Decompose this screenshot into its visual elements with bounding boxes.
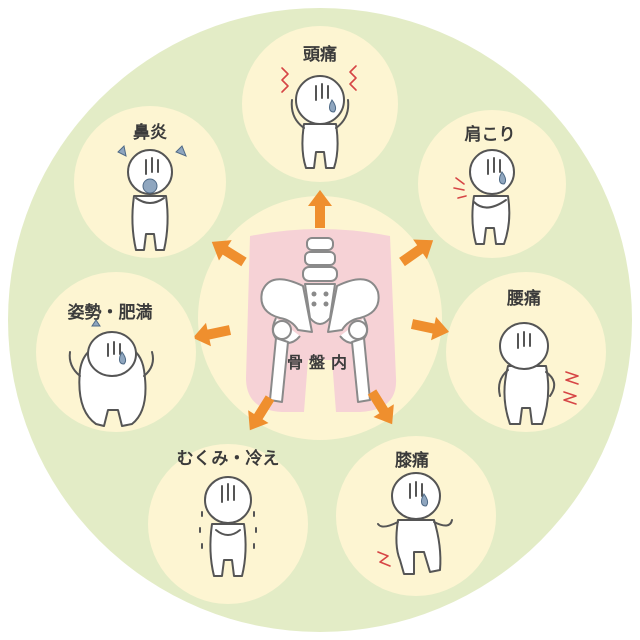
posture-figure-icon bbox=[68, 319, 154, 427]
arrow-knee bbox=[367, 389, 394, 425]
symptom-node-posture: 姿勢・肥満 bbox=[36, 272, 196, 432]
arrow-nose bbox=[211, 240, 247, 267]
symptom-node-headache: 頭痛 bbox=[242, 26, 398, 182]
arrow-shoulder bbox=[399, 239, 434, 267]
symptom-node-swelling: むくみ・冷え bbox=[148, 444, 308, 604]
shoulder-figure-icon bbox=[453, 149, 515, 245]
backpain-figure-icon bbox=[498, 322, 579, 425]
arrow-swelling bbox=[248, 395, 275, 431]
arrow-posture bbox=[192, 322, 232, 347]
arrow-backpain bbox=[410, 316, 450, 341]
symptom-label: 頭痛 bbox=[303, 44, 337, 65]
symptom-label: 腰痛 bbox=[507, 288, 541, 309]
symptom-label: むくみ・冷え bbox=[177, 448, 280, 469]
symptom-node-knee: 膝痛 bbox=[336, 436, 496, 596]
arrow-headache bbox=[308, 190, 332, 228]
pelvis-bone-icon bbox=[260, 237, 380, 403]
symptom-node-nose: 鼻炎 bbox=[74, 106, 226, 258]
swelling-figure-icon bbox=[199, 476, 257, 577]
headache-figure-icon bbox=[281, 65, 357, 169]
symptom-label: 鼻炎 bbox=[133, 122, 167, 143]
center-label: 骨盤内 bbox=[287, 353, 353, 372]
knee-figure-icon bbox=[377, 472, 453, 575]
symptom-node-shoulder: 肩こり bbox=[418, 110, 566, 258]
nose-figure-icon bbox=[117, 144, 187, 251]
symptom-label: 姿勢・肥満 bbox=[68, 302, 153, 323]
symptom-label: 肩こり bbox=[465, 124, 516, 145]
symptom-node-backpain: 腰痛 bbox=[446, 272, 606, 432]
symptom-label: 膝痛 bbox=[395, 450, 429, 471]
arrows bbox=[192, 190, 450, 431]
